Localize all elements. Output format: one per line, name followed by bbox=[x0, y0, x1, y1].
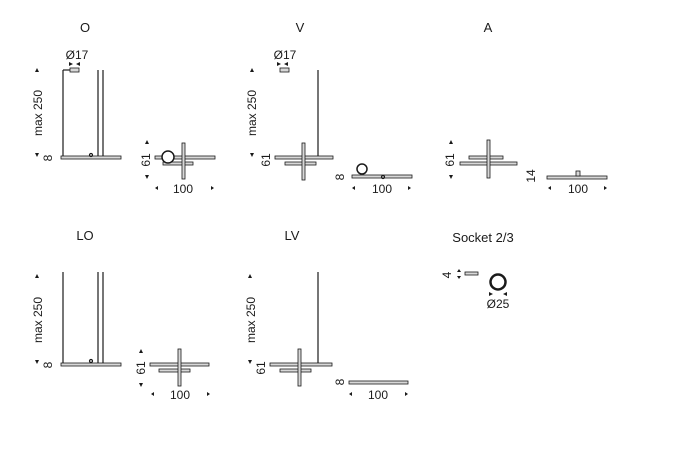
variant-title: A bbox=[484, 20, 493, 35]
base-label: 8 bbox=[41, 154, 55, 161]
variant-v: V Ø17 max 250 61 8 100 bbox=[245, 20, 413, 196]
depth-label: 61 bbox=[259, 153, 273, 167]
socket-title: Socket 2/3 bbox=[452, 230, 513, 245]
variant-title: V bbox=[296, 20, 305, 35]
depth-label: 61 bbox=[254, 361, 268, 375]
diameter-label: Ø17 bbox=[66, 48, 89, 62]
variant-title: O bbox=[80, 20, 90, 35]
height-label: max 250 bbox=[245, 90, 259, 136]
base-label: 8 bbox=[333, 173, 347, 180]
diameter-label: Ø17 bbox=[274, 48, 297, 62]
variant-a: A 61 14 100 bbox=[443, 20, 608, 196]
arrow-icon bbox=[69, 62, 80, 66]
width-label: 100 bbox=[170, 388, 190, 402]
height-label: max 250 bbox=[244, 297, 258, 343]
variant-title: LV bbox=[285, 228, 300, 243]
variant-lo: LO max 250 8 61 100 bbox=[31, 228, 210, 402]
height-label: 4 bbox=[440, 271, 454, 278]
base-label: 8 bbox=[333, 378, 347, 385]
variant-title: LO bbox=[76, 228, 93, 243]
base-label: 8 bbox=[41, 361, 55, 368]
width-label: 100 bbox=[568, 182, 588, 196]
height-label: max 250 bbox=[31, 297, 45, 343]
depth-label: 61 bbox=[443, 153, 457, 167]
variant-lv: LV max 250 61 8 100 bbox=[244, 228, 409, 402]
variant-o: O Ø17 max 250 8 61 100 bbox=[31, 20, 216, 196]
width-label: 100 bbox=[173, 182, 193, 196]
depth-label: 61 bbox=[134, 361, 148, 375]
base-label: 14 bbox=[524, 169, 538, 183]
width-label: 100 bbox=[368, 388, 388, 402]
height-label: max 250 bbox=[31, 90, 45, 136]
width-label: 100 bbox=[372, 182, 392, 196]
socket-detail: Socket 2/3 4 Ø25 bbox=[440, 230, 514, 311]
diameter-label: Ø25 bbox=[487, 297, 510, 311]
depth-label: 61 bbox=[139, 153, 153, 167]
lamp-head bbox=[69, 67, 80, 73]
